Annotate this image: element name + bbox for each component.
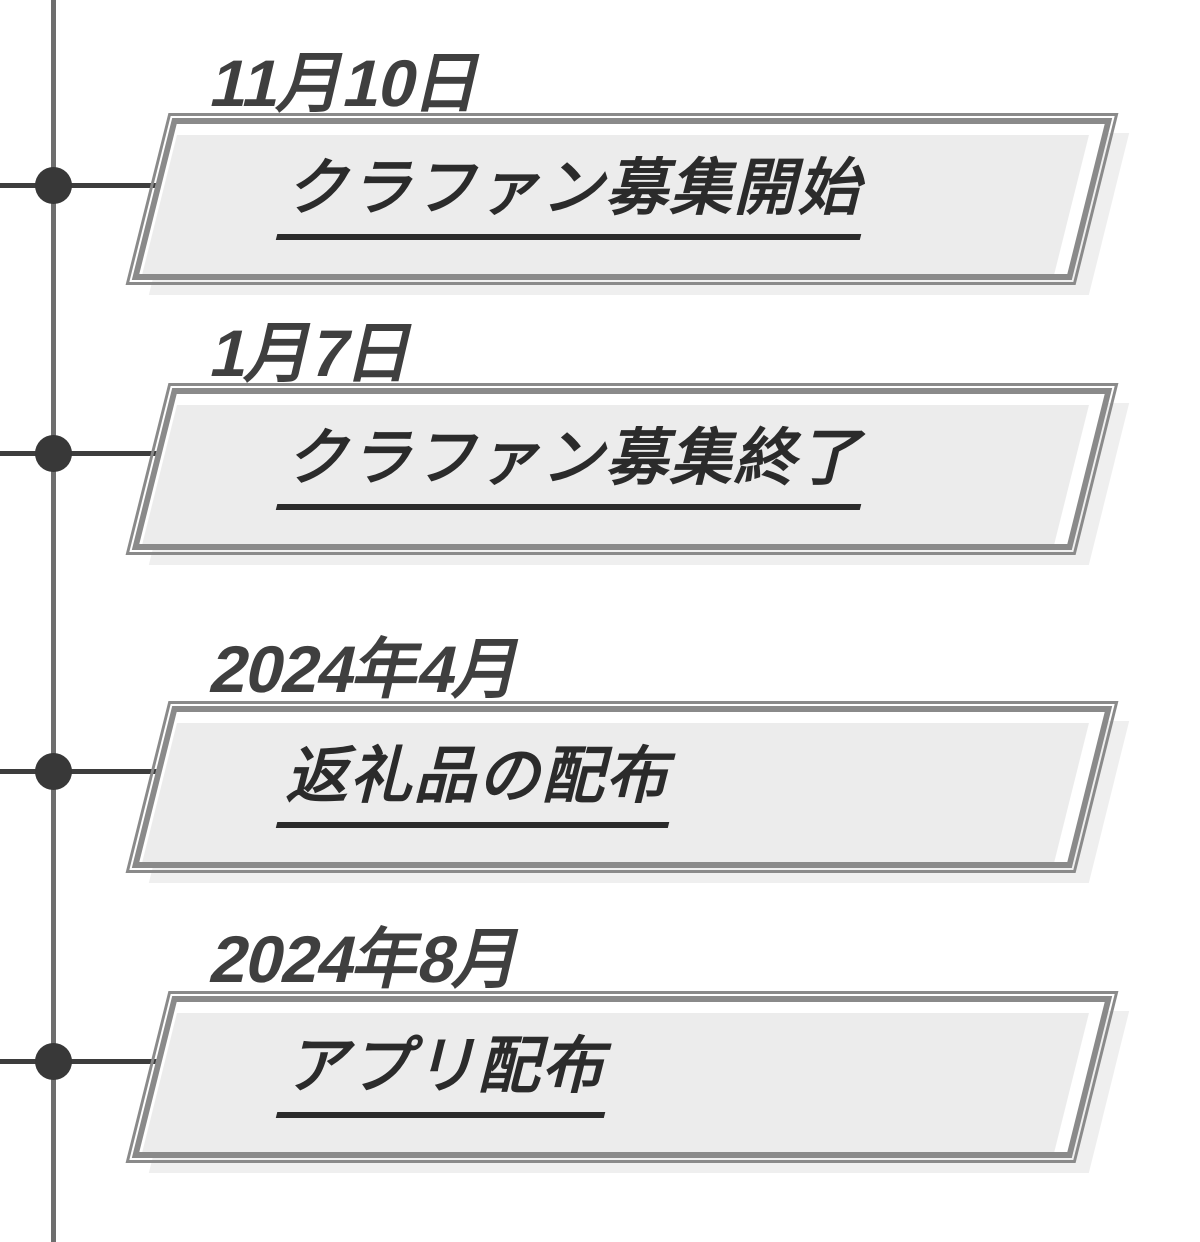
timeline-node-dot [35,435,72,472]
milestone-date: 2024年8月 [204,922,530,996]
milestone-label: アプリ配布 [275,1032,625,1118]
box-label-row: クラファン募集開始 [139,124,1104,274]
milestone-box: 返礼品の配布 [126,701,1130,883]
box-frame: クラファン募集開始 [126,113,1118,285]
box-frame: 返礼品の配布 [126,701,1118,873]
box-label-row: クラファン募集終了 [139,394,1104,544]
timeline-node-dot [35,1043,72,1080]
connector-line [0,183,168,188]
milestone-label: クラファン募集終了 [275,424,881,510]
milestone-label: クラファン募集開始 [275,154,881,240]
timeline-node-dot [35,753,72,790]
milestone-label: 返礼品の配布 [275,742,689,828]
timeline-node-dot [35,167,72,204]
milestone-box: アプリ配布 [126,991,1130,1173]
milestone-date: 11月10日 [204,46,491,120]
connector-line [0,1059,168,1064]
box-label-row: 返礼品の配布 [139,712,1104,862]
connector-line [0,451,168,456]
milestone-box: クラファン募集開始 [126,113,1130,295]
milestone-date: 1月7日 [204,316,423,390]
box-frame: クラファン募集終了 [126,383,1118,555]
connector-line [0,769,168,774]
box-frame: アプリ配布 [126,991,1118,1163]
box-label-row: アプリ配布 [139,1002,1104,1152]
timeline-axis-line [51,0,56,1242]
milestone-box: クラファン募集終了 [126,383,1130,565]
milestone-date: 2024年4月 [204,632,530,706]
